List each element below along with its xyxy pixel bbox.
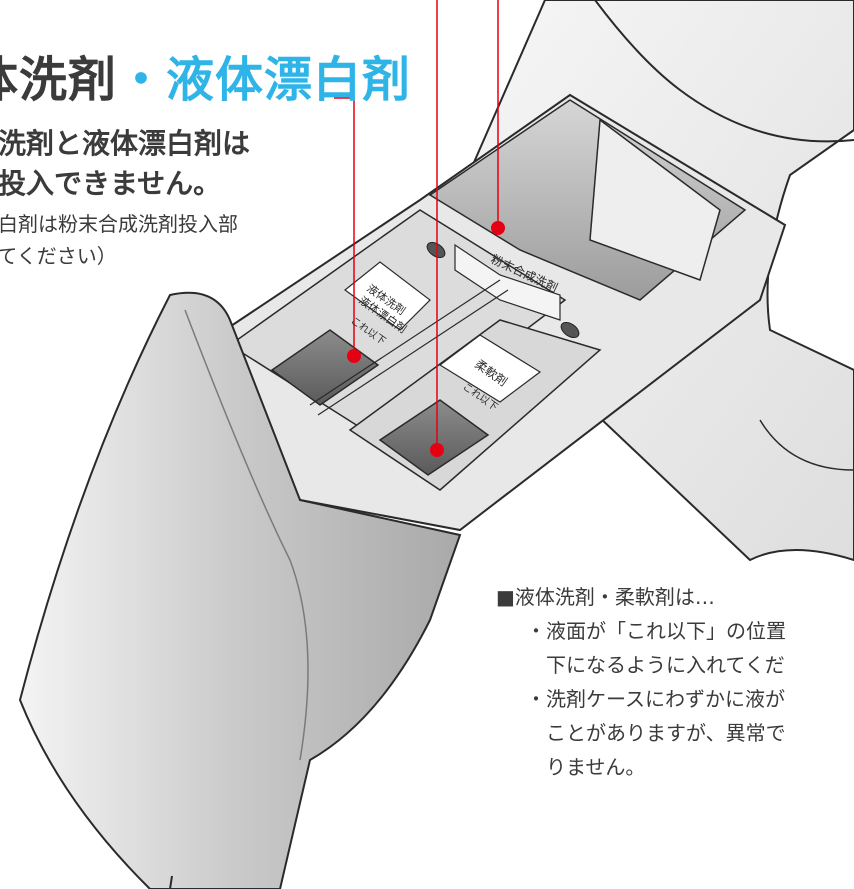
caption-item: ・液面が「これ以下」の位置 bbox=[496, 614, 854, 648]
bleach-note-line1: 漂白剤は粉末合成洗剤投入部 bbox=[0, 212, 238, 236]
drawer-front-face bbox=[18, 291, 462, 889]
stem-line bbox=[169, 875, 173, 889]
caption-item-continuation: ことがありますが、異常で bbox=[496, 716, 854, 750]
caption-item-2-line-3: りません。 bbox=[546, 755, 646, 779]
callout-line-liquid bbox=[334, 97, 355, 356]
caption-item-1-line-2: 下になるように入れてくだ bbox=[546, 653, 785, 677]
bleach-note-line2: れてください） bbox=[0, 244, 117, 268]
caption-item-2-line-1: 洗剤ケースにわずかに液が bbox=[546, 687, 785, 711]
warning-note: の洗剤と液体漂白剤は に投入できません。 bbox=[0, 124, 250, 204]
title-part1: 体洗剤 bbox=[0, 52, 118, 108]
callout-dot-softener bbox=[430, 443, 444, 457]
warning-note-line2: に投入できません。 bbox=[0, 167, 222, 200]
caption-list: ・液面が「これ以下」の位置 下になるように入れてくだ ・洗剤ケースにわずかに液が… bbox=[496, 614, 854, 784]
warning-note-line1: の洗剤と液体漂白剤は bbox=[0, 127, 251, 160]
section-title: 体洗剤・液体漂白剤 bbox=[0, 40, 411, 110]
caption-item-2-line-2: ことがありますが、異常で bbox=[546, 721, 786, 745]
caption-item: ・洗剤ケースにわずかに液が bbox=[496, 682, 854, 716]
bleach-note: 漂白剤は粉末合成洗剤投入部 れてください） bbox=[0, 208, 238, 272]
bullet-mark: ・ bbox=[526, 619, 546, 643]
caption-item-continuation: 下になるように入れてくだ bbox=[496, 648, 854, 682]
drawer-tray bbox=[223, 93, 787, 532]
callout-lines bbox=[334, 0, 505, 457]
caption-heading: ■液体洗剤・柔軟剤は… bbox=[496, 585, 715, 609]
callout-dot-liquid bbox=[347, 349, 361, 363]
caption-item-continuation: りません。 bbox=[496, 750, 854, 784]
caption-item-1-line-1: 液面が「これ以下」の位置 bbox=[546, 619, 786, 643]
title-part2: 液体漂白剤 bbox=[166, 52, 412, 108]
bullet-mark: ・ bbox=[526, 687, 546, 711]
callout-dot-powder bbox=[491, 221, 505, 235]
caption-box: ■液体洗剤・柔軟剤は… ・液面が「これ以下」の位置 下になるように入れてくだ ・… bbox=[496, 580, 854, 784]
title-separator: ・ bbox=[117, 52, 167, 108]
